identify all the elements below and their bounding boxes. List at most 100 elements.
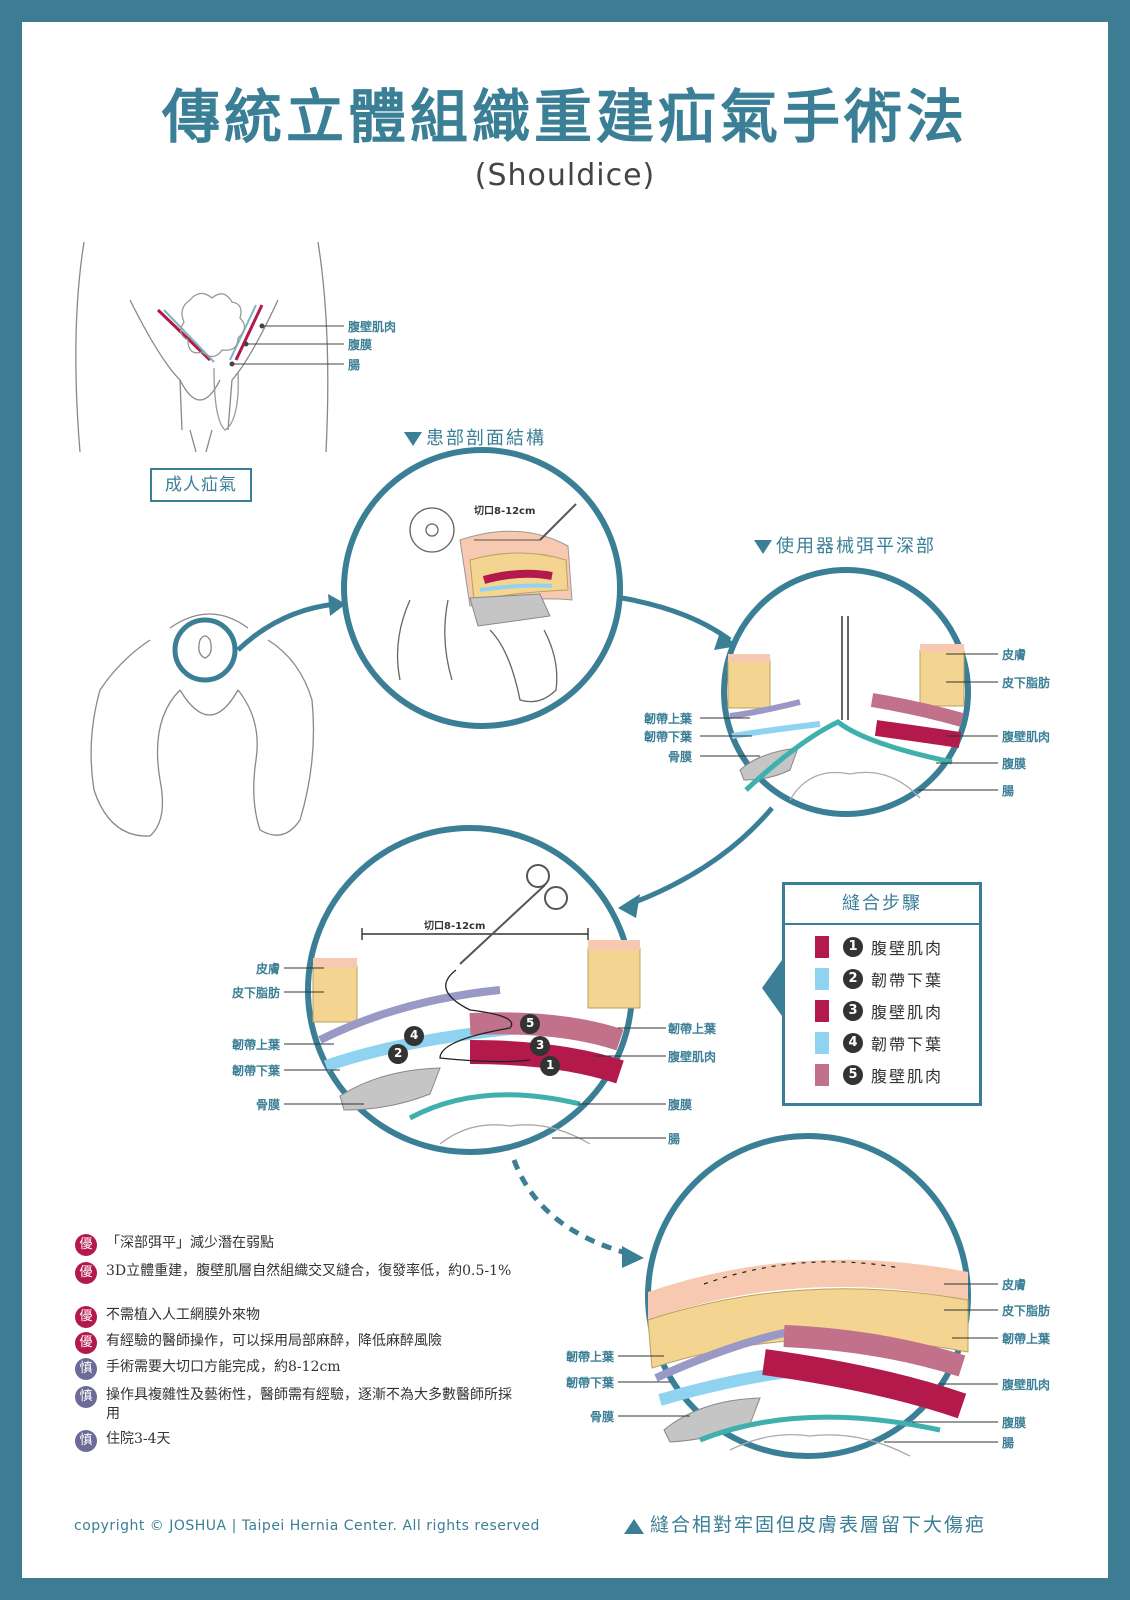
step-swatch <box>815 1000 829 1022</box>
c3-label-fat: 皮下脂肪 <box>232 986 281 1000</box>
triangle-down-icon <box>404 432 422 446</box>
c4-label-lig-upper: 韌帶上葉 <box>566 1350 615 1364</box>
c3-incision-label: 切口8-12cm <box>424 921 486 932</box>
pro-text: 有經驗的醫師操作，可以採用局部麻醉，降低麻醉風險 <box>106 1333 442 1349</box>
c2-label-muscle: 腹壁肌肉 <box>1002 730 1051 744</box>
con-text: 手術需要大切口方能完成，約8-12cm <box>106 1359 341 1375</box>
pro-text: 3D立體重建，腹壁肌層自然組織交叉縫合，復發率低，約0.5-1% <box>106 1263 512 1279</box>
c2-label-intestine: 腸 <box>1002 784 1015 798</box>
con-text: 操作具複雜性及藝術性，醫師需有經驗，逐漸不為大多數醫師所採用 <box>106 1387 512 1422</box>
marker-1: 1 <box>546 1058 555 1072</box>
con-badge: 慎 <box>75 1430 97 1452</box>
adult-label-muscle: 腹壁肌肉 <box>348 320 397 334</box>
step-5: 5 腹壁肌肉 <box>785 1059 979 1091</box>
c2-label-periosteum: 骨膜 <box>668 750 693 764</box>
patient-figure <box>90 613 315 837</box>
adult-hernia-caption: 成人疝氣 <box>150 468 252 502</box>
con-badge: 慎 <box>75 1386 97 1408</box>
section1-heading: 患部剖面結構 <box>404 424 546 450</box>
c3-label-intestine: 腸 <box>668 1132 681 1146</box>
c3-label-muscle: 腹壁肌肉 <box>668 1050 717 1064</box>
c2-label-lig-lower: 韌帶下葉 <box>644 730 693 744</box>
step-2: 2 韌帶下葉 <box>785 963 979 995</box>
marker-4: 4 <box>410 1028 419 1042</box>
step-3: 3 腹壁肌肉 <box>785 995 979 1027</box>
pro-text: 「深部弭平」減少潛在弱點 <box>106 1235 274 1251</box>
pro-badge: 優 <box>75 1262 97 1284</box>
section1-incision-label: 切口8-12cm <box>474 506 536 517</box>
marker-3: 3 <box>536 1038 545 1052</box>
pro-item: 優有經驗的醫師操作，可以採用局部麻醉，降低麻醉風險 <box>75 1332 515 1354</box>
c4-label-muscle: 腹壁肌肉 <box>1002 1378 1051 1392</box>
circle-flatten <box>721 567 971 817</box>
steps-heading: 縫合步驟 <box>785 885 979 925</box>
pro-item: 優「深部弭平」減少潛在弱點 <box>75 1234 515 1256</box>
c2-label-skin: 皮膚 <box>1002 648 1027 662</box>
pro-badge: 優 <box>75 1332 97 1354</box>
circle-suture <box>305 825 641 1155</box>
triangle-up-icon <box>624 1518 644 1534</box>
c3-label-lig-upper-right: 韌帶上葉 <box>668 1022 717 1036</box>
suture-steps-box: 縫合步驟 1 腹壁肌肉 2 韌帶下葉 3 腹壁肌肉 4 韌帶下葉 5 腹壁肌肉 <box>782 882 982 1106</box>
c3-label-lig-lower: 韌帶下葉 <box>232 1064 281 1078</box>
adult-label-peritoneum: 腹膜 <box>348 338 373 352</box>
step-number: 4 <box>843 1033 863 1053</box>
pro-item: 優 3D立體重建，腹壁肌層自然組織交叉縫合，復發率低，約0.5-1% <box>75 1262 515 1284</box>
step-number: 1 <box>843 937 863 957</box>
adult-figure <box>75 241 329 453</box>
c4-label-peritoneum: 腹膜 <box>1002 1416 1027 1430</box>
step-label: 韌帶下葉 <box>871 1035 944 1054</box>
step-label: 腹壁肌肉 <box>871 1003 944 1022</box>
step-swatch <box>815 1064 829 1086</box>
c3-label-periosteum: 骨膜 <box>256 1098 281 1112</box>
section2-heading: 使用器械弭平深部 <box>754 532 936 558</box>
marker-5: 5 <box>526 1016 535 1030</box>
step-number: 5 <box>843 1065 863 1085</box>
c2-label-fat: 皮下脂肪 <box>1002 676 1051 690</box>
c4-label-fat: 皮下脂肪 <box>1002 1304 1051 1318</box>
c4-label-periosteum: 骨膜 <box>590 1410 615 1424</box>
c3-label-peritoneum: 腹膜 <box>668 1098 693 1112</box>
pro-text: 不需植入人工網膜外來物 <box>106 1307 260 1323</box>
step-number: 3 <box>843 1001 863 1021</box>
marker-2: 2 <box>394 1046 403 1060</box>
c4-label-lig-upper-right: 韌帶上葉 <box>1002 1332 1051 1346</box>
c4-label-skin: 皮膚 <box>1002 1278 1027 1292</box>
con-text: 住院3-4天 <box>106 1431 171 1447</box>
adult-leader-lines <box>229 323 344 367</box>
page-subtitle: (Shouldice) <box>474 158 656 193</box>
step-1: 1 腹壁肌肉 <box>785 931 979 963</box>
con-item: 慎住院3-4天 <box>75 1430 515 1452</box>
circle-final <box>645 1133 971 1459</box>
circle-cross-section <box>341 447 623 729</box>
step-swatch <box>815 936 829 958</box>
pro-badge: 優 <box>75 1306 97 1328</box>
steps-pointer-icon <box>762 960 782 1016</box>
triangle-down-icon <box>754 540 772 554</box>
step-4: 4 韌帶下葉 <box>785 1027 979 1059</box>
arrow-heads <box>328 594 738 1268</box>
pro-item: 優不需植入人工網膜外來物 <box>75 1306 515 1328</box>
final-caption: 縫合相對牢固但皮膚表層留下大傷疤 <box>624 1510 986 1537</box>
pro-badge: 優 <box>75 1234 97 1256</box>
step-label: 腹壁肌肉 <box>871 1067 944 1086</box>
c3-label-lig-upper: 韌帶上葉 <box>232 1038 281 1052</box>
page-title: 傳統立體組織重建疝氣手術法 <box>161 83 968 151</box>
adult-label-intestine: 腸 <box>348 358 361 372</box>
step-label: 腹壁肌肉 <box>871 939 944 958</box>
c2-label-lig-upper: 韌帶上葉 <box>644 712 693 726</box>
step-swatch <box>815 1032 829 1054</box>
step-swatch <box>815 968 829 990</box>
con-item: 慎操作具複雜性及藝術性，醫師需有經驗，逐漸不為大多數醫師所採用 <box>75 1386 515 1424</box>
leader-lines <box>284 653 998 1443</box>
c3-label-skin: 皮膚 <box>256 962 281 976</box>
c4-label-lig-lower: 韌帶下葉 <box>566 1376 615 1390</box>
c4-label-intestine: 腸 <box>1002 1436 1015 1450</box>
copyright-footer: copyright © JOSHUA | Taipei Hernia Cente… <box>74 1518 540 1534</box>
c2-label-peritoneum: 腹膜 <box>1002 757 1027 771</box>
suture-markers <box>388 1014 560 1076</box>
step-number: 2 <box>843 969 863 989</box>
step-label: 韌帶下葉 <box>871 971 944 990</box>
con-badge: 慎 <box>75 1358 97 1380</box>
